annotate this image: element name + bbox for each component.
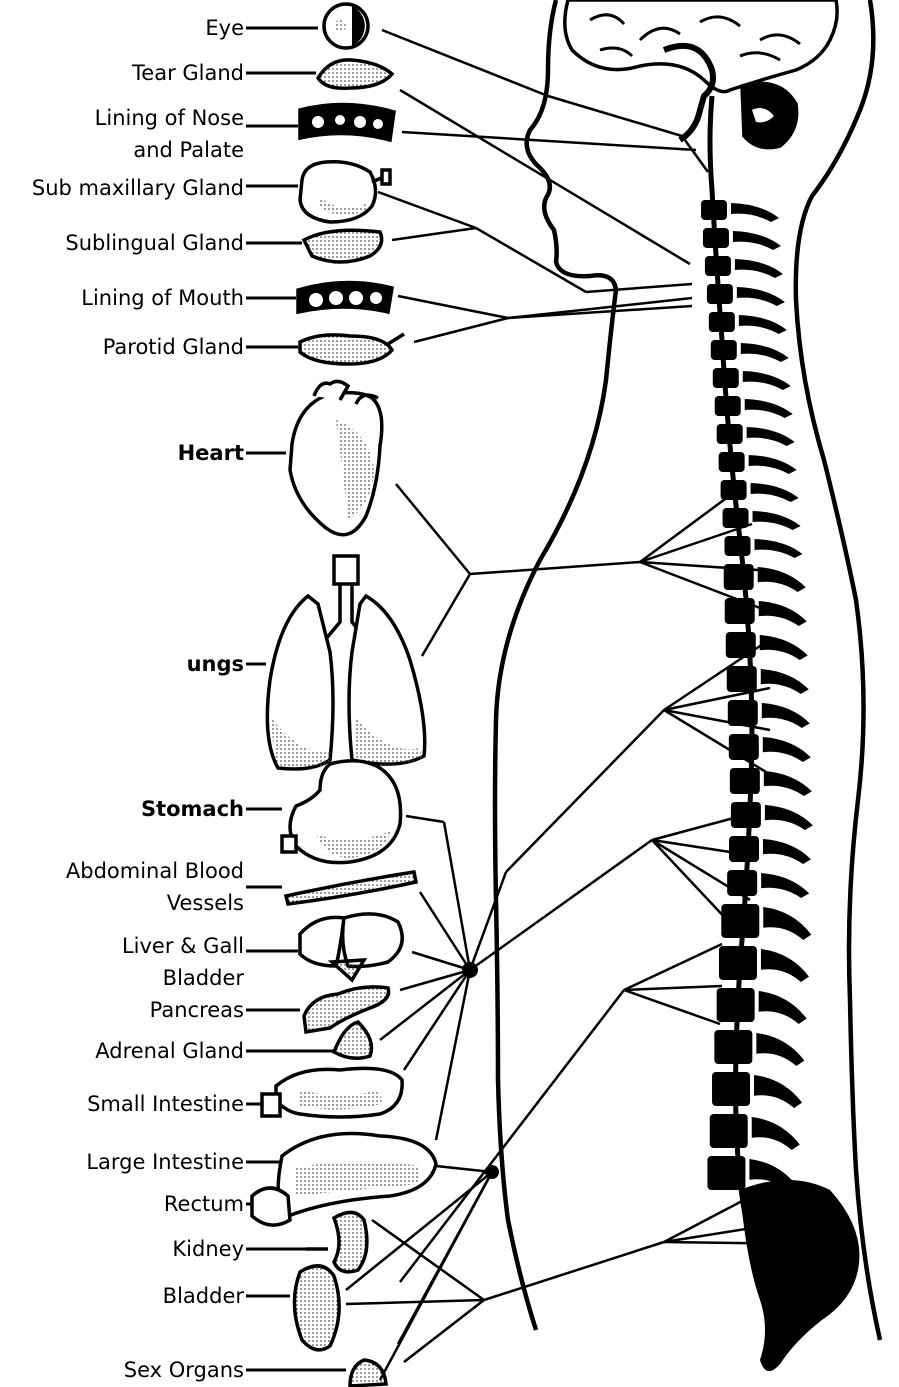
vertebra-process [739,315,787,334]
sacrum [740,1180,859,1371]
liver-gall-bladder-organ [300,914,402,980]
vertebra-process [763,737,811,762]
vertebra-process [733,231,781,250]
vertebra-process [749,455,797,474]
vertebra-body [729,734,759,760]
pancreas-organ [304,987,389,1032]
abdominal-blood-vessels-organ [286,872,416,904]
vertebra-body [729,836,759,862]
vertebra-process [735,259,783,278]
celiac-ganglion [462,962,478,978]
vertebra-body [714,1030,752,1064]
vertebra-process [759,601,807,626]
vertebra-body [712,1072,750,1106]
vertebra-body [703,228,729,248]
vertebra-body [717,424,743,444]
vertebra-process [752,1117,800,1150]
vertebra-process [743,371,791,390]
vertebra-process [760,635,808,660]
vertebra-body [721,480,747,500]
bladder-organ [294,1266,339,1350]
large-intestine-organ [252,1134,436,1226]
vertebra-body [727,666,757,692]
sub-maxillary-gland-organ [300,162,390,222]
organs [252,4,436,1386]
vertebra-process [741,343,789,362]
vertebra-body [727,870,757,896]
vertebra-process [751,483,799,502]
vertebra-process [737,287,785,306]
vertebra-process [763,907,811,940]
eye-organ [324,4,368,48]
vertebra-body [719,452,745,472]
brain [565,0,837,148]
lungs-organ [267,556,424,769]
vertebra-process [745,399,793,418]
parotid-gland-organ [300,334,404,364]
vertebra-body [701,200,727,220]
vertebra-body [715,396,741,416]
vertebra-process [754,1075,802,1108]
heart-organ [290,381,382,534]
vertebra-process [759,991,807,1024]
stomach-organ [282,761,401,863]
vertebra-process [764,771,812,796]
vertebra-process [747,427,795,446]
sublingual-gland-organ [304,230,382,262]
vertebra-process [731,203,779,222]
pelvic-ganglion [485,1165,499,1179]
vertebra-process [765,805,813,830]
vertebra-body [707,1156,745,1190]
vertebra-body [730,768,760,794]
lining-of-nose-organ [300,104,394,140]
vertebra-body [713,368,739,388]
vertebra-body [707,284,733,304]
vertebral-column [701,200,813,1192]
vertebra-process [758,567,806,592]
tear-gland-organ [318,60,392,88]
vertebra-body [717,988,755,1022]
vertebra-process [756,1033,804,1066]
vertebra-body [709,312,735,332]
vertebra-process [761,669,809,694]
vertebra-process [763,839,811,864]
vertebra-process [762,703,810,728]
lining-of-mouth-organ [298,282,392,312]
vertebra-process [753,511,801,530]
vertebra-body [710,1114,748,1148]
body-outline [495,0,880,1340]
small-intestine-organ [262,1068,402,1117]
vertebra-body [719,946,757,980]
vertebra-process [755,539,803,558]
kidney-organ [306,1212,367,1271]
adrenal-gland-organ [334,1022,372,1058]
vertebra-body [705,256,731,276]
vertebra-body [725,598,755,624]
vertebra-body [726,632,756,658]
vertebra-body [723,508,749,528]
vertebra-body [725,536,751,556]
vertebra-body [711,340,737,360]
vertebra-process [761,949,809,982]
vertebra-process [761,873,809,898]
sex-organs-organ [350,1360,386,1386]
